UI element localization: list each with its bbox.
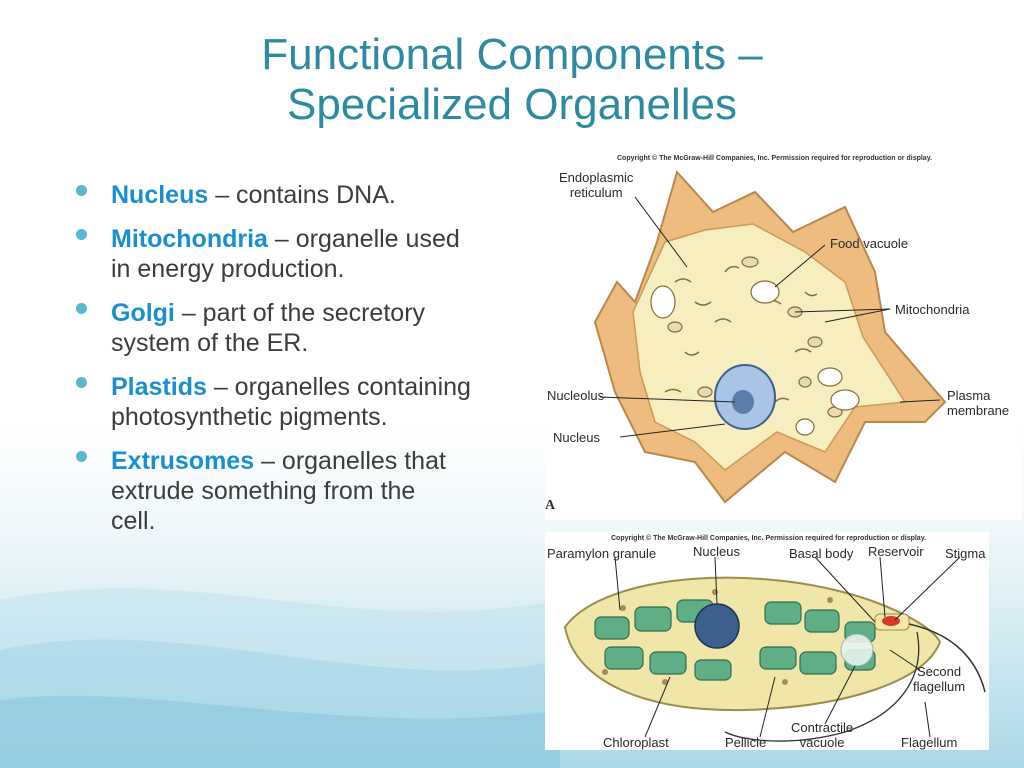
- euglena-copyright: Copyright © The McGraw-Hill Companies, I…: [611, 535, 927, 542]
- label-paramylon-granule: Paramylon granule: [547, 546, 657, 561]
- bullet-item-extrusomes: Extrusomes – organelles that extrude som…: [76, 446, 486, 536]
- bullet-dot-icon: [76, 303, 87, 314]
- bullet-text: – contains DNA.: [208, 181, 396, 209]
- amoeba-copyright: Copyright © The McGraw-Hill Companies, I…: [617, 155, 933, 162]
- label-food-vacuole: Food vacuole: [830, 236, 909, 251]
- bullet-term: Mitochondria: [111, 225, 268, 253]
- bullet-text: – part of the secretory system of the ER…: [111, 299, 426, 357]
- amoeba-cell-illustration: [593, 169, 947, 504]
- label-nucleus: Nucleus: [693, 544, 740, 559]
- bullet-dot-icon: [76, 377, 87, 388]
- label-reservoir: Reservoir: [868, 544, 924, 559]
- label-contractile-line-1: Contractile: [791, 720, 854, 735]
- label-er-line-1: Endoplasmic: [559, 170, 634, 185]
- euglena-cell-illustration: [563, 556, 986, 742]
- label-er-line-2: reticulum: [569, 185, 623, 200]
- label-second-flagellum: Second flagellum: [913, 664, 965, 694]
- label-contractile-vacuole: Contractile vacuole: [791, 720, 853, 750]
- title-line-2: Specialized Organelles: [286, 80, 738, 129]
- label-second-line-1: Second: [916, 664, 962, 679]
- bullet-text: – organelle used in energy production.: [111, 225, 460, 283]
- panel-letter: A: [545, 498, 556, 513]
- label-second-line-2: flagellum: [913, 679, 966, 694]
- bullet-item-nucleus: Nucleus – contains DNA.: [76, 180, 486, 210]
- bullet-dot-icon: [76, 185, 87, 196]
- bullet-text: – organelles that extrude something from…: [111, 447, 446, 535]
- bullet-list: Nucleus – contains DNA. Mitochondria – o…: [76, 180, 486, 550]
- label-flagellum: Flagellum: [901, 735, 958, 750]
- label-plasma-line-1: Plasma: [947, 388, 991, 403]
- bullet-dot-icon: [76, 229, 87, 240]
- label-chloroplast: Chloroplast: [603, 735, 669, 750]
- bullet-text: – organelles containing photosynthetic p…: [111, 373, 471, 431]
- label-plasma-line-2: membrane: [947, 403, 1010, 418]
- bullet-term: Plastids: [111, 373, 207, 401]
- bullet-item-plastids: Plastids – organelles containing photosy…: [76, 372, 486, 432]
- euglena-figure: Copyright © The McGraw-Hill Companies, I…: [545, 532, 989, 750]
- label-pellicle: Pellicle: [725, 735, 767, 750]
- slide-title: Functional Components – Specialized Orga…: [0, 30, 1024, 130]
- bullet-dot-icon: [76, 451, 87, 462]
- label-basal-body: Basal body: [789, 546, 854, 561]
- bullet-item-mitochondria: Mitochondria – organelle used in energy …: [76, 224, 486, 284]
- label-stigma: Stigma: [945, 546, 986, 561]
- label-endoplasmic-reticulum: Endoplasmic reticulum: [559, 170, 633, 200]
- title-line-1: Functional Components –: [261, 30, 763, 79]
- bullet-term: Nucleus: [111, 181, 209, 209]
- amoeba-figure: Copyright © The McGraw-Hill Companies, I…: [545, 152, 1022, 520]
- label-mitochondria: Mitochondria: [895, 302, 970, 317]
- label-nucleolus: Nucleolus: [547, 388, 605, 403]
- bullet-term: Extrusomes: [111, 447, 255, 475]
- label-nucleus: Nucleus: [553, 430, 600, 445]
- label-contractile-line-2: vacuole: [799, 735, 845, 750]
- bullet-term: Golgi: [111, 299, 175, 327]
- label-plasma-membrane: Plasma membrane: [947, 388, 1009, 418]
- bullet-item-golgi: Golgi – part of the secretory system of …: [76, 298, 486, 358]
